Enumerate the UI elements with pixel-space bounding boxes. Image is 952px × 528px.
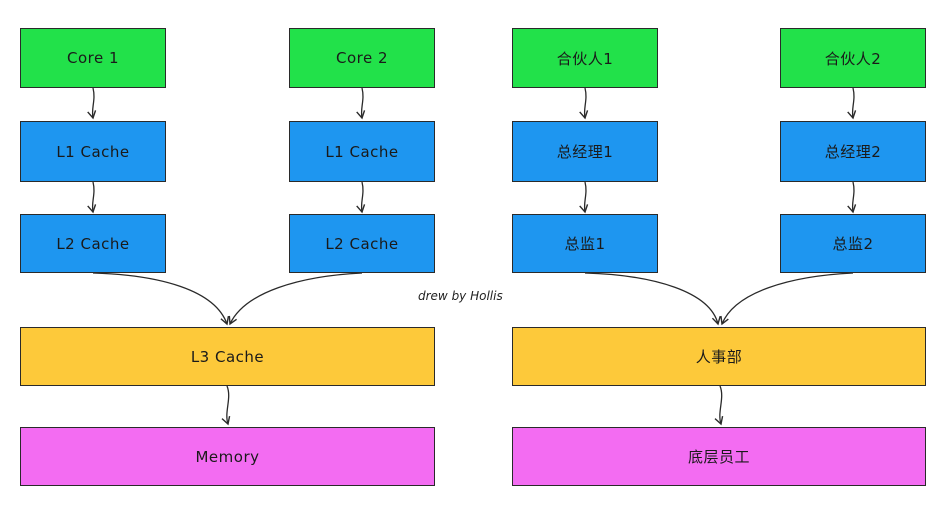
arrow-partner1-gm1 (579, 87, 589, 120)
core-1-box: Core 1 (20, 28, 166, 88)
l2-cache-b-box: L2 Cache (289, 214, 435, 273)
arrow-core1-l1 (87, 87, 97, 120)
partner-2-label: 合伙人2 (824, 49, 882, 68)
arrow-l3-memory (221, 385, 231, 426)
l2-cache-a-box: L2 Cache (20, 214, 166, 273)
l1-cache-a-label: L1 Cache (56, 142, 130, 161)
l3-cache-box: L3 Cache (20, 327, 435, 386)
arrow-director1-hr (584, 272, 721, 326)
partner-1-box: 合伙人1 (512, 28, 658, 88)
hr-label: 人事部 (695, 348, 743, 366)
gm-2-box: 总经理2 (780, 121, 926, 182)
memory-box: Memory (20, 427, 435, 486)
memory-label: Memory (195, 447, 260, 466)
arrow-l1b-l2b (356, 181, 366, 214)
arrow-core2-l1 (356, 87, 366, 120)
hr-box: 人事部 (512, 327, 926, 386)
director-2-label: 总监2 (832, 235, 874, 253)
l2-cache-a-label: L2 Cache (56, 234, 130, 253)
l1-cache-a-box: L1 Cache (20, 121, 166, 182)
arrow-gm2-director2 (847, 181, 857, 214)
director-2-box: 总监2 (780, 214, 926, 273)
core-2-label: Core 2 (335, 49, 389, 67)
l3-cache-label: L3 Cache (190, 347, 265, 366)
director-1-box: 总监1 (512, 214, 658, 273)
gm-1-box: 总经理1 (512, 121, 658, 182)
arrow-hr-staff (714, 385, 724, 426)
arrow-gm1-director1 (579, 181, 589, 214)
arrow-partner2-gm2 (847, 87, 857, 120)
director-1-label: 总监1 (564, 235, 606, 253)
l1-cache-b-box: L1 Cache (289, 121, 435, 182)
gm-1-label: 总经理1 (556, 143, 614, 161)
partner-2-box: 合伙人2 (780, 28, 926, 88)
core-1-label: Core 1 (66, 49, 120, 67)
staff-label: 底层员工 (687, 448, 750, 466)
arrow-director2-hr (720, 272, 854, 326)
core-2-box: Core 2 (289, 28, 435, 88)
arrow-l2b-l3 (228, 272, 363, 326)
gm-2-label: 总经理2 (824, 143, 882, 161)
l1-cache-b-label: L1 Cache (325, 142, 399, 161)
staff-box: 底层员工 (512, 427, 926, 486)
arrow-l2a-l3 (92, 272, 230, 326)
partner-1-label: 合伙人1 (556, 49, 614, 68)
author-credit: drew by Hollis (418, 289, 503, 303)
arrow-l1a-l2a (87, 181, 97, 214)
l2-cache-b-label: L2 Cache (325, 234, 399, 253)
